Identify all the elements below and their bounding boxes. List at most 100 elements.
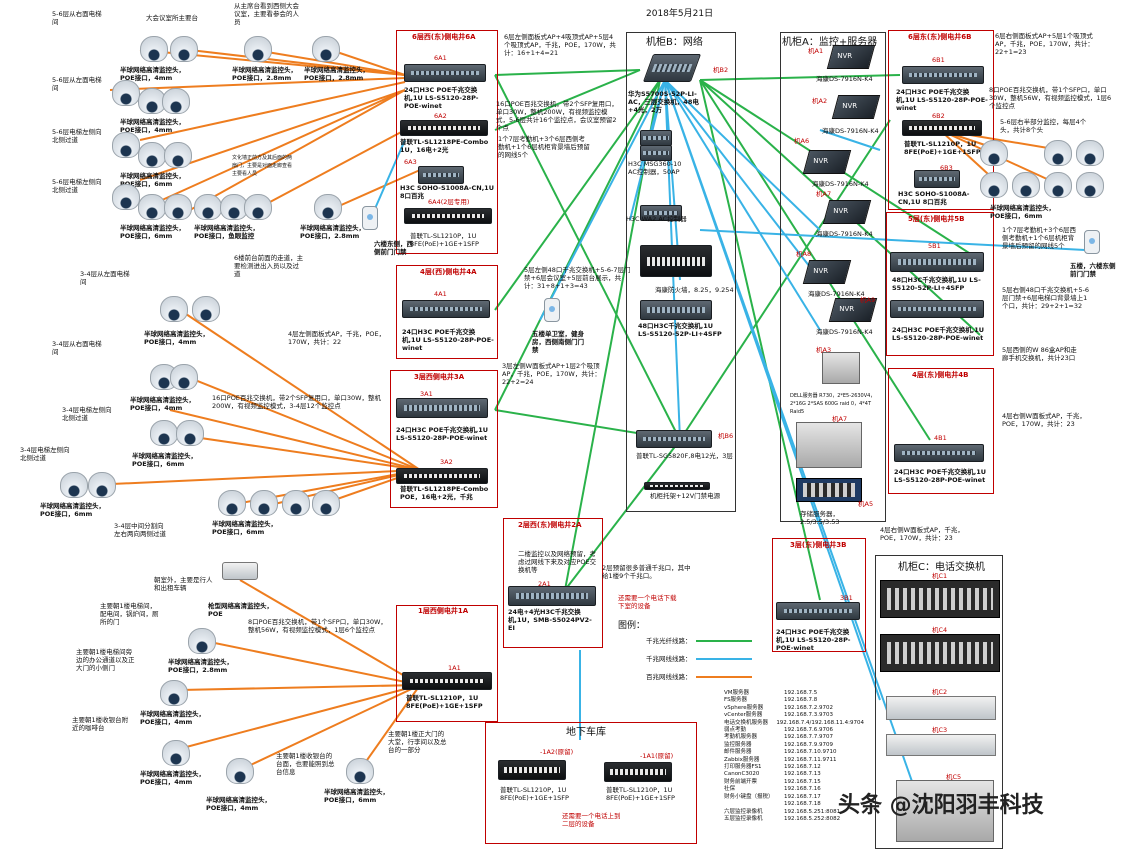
nvr-2: NVR <box>831 95 881 119</box>
ip-table-address: 192.168.7.11.9711 <box>784 756 837 763</box>
switch-1a1-label: 普联TL-SL1210P，1U 8FE(PoE)+1GE+1SFP <box>406 694 483 710</box>
dome-camera <box>112 80 140 106</box>
camera-label-c10: 半球网络高清监控头，POE接口，4mm <box>130 396 195 412</box>
well-6b-title: 6层东(东)侧电井6B <box>908 33 972 41</box>
camera-label-c17: 半球网络高清监控头，POE接口，4mm <box>140 770 205 786</box>
dome-camera <box>162 88 190 114</box>
dome-camera <box>282 490 310 516</box>
ip-table-address: 192.168.7.16 <box>784 786 821 793</box>
pbx-server <box>896 780 994 842</box>
tag-4a1: 4A1 <box>434 290 447 298</box>
tag-ga7: 机A7 <box>816 190 832 198</box>
switch-6b1 <box>902 66 984 84</box>
legend-cable-label: 千兆网线线路： <box>646 655 692 663</box>
camera-label-c2: 半球网络高清监控头，POE接口，2.8mm <box>232 66 297 82</box>
ip-table-name: 财务前端开票 <box>724 778 758 785</box>
well-2a-note2: 2层预留很多普通千兆口，其中给1楼9个千兆口。 <box>602 564 691 580</box>
tag-gc1: 机C1 <box>932 572 948 580</box>
dome-camera <box>138 194 166 220</box>
dome-camera <box>220 194 248 220</box>
note-6a3: 1个7层考勤机+3个6层西侧考勤机+1个6层机柜背景墙后预留的网线5个 <box>498 135 590 159</box>
switch-6b2 <box>902 120 982 136</box>
camera-label-c19: 半球网络高清监控头，POE接口，6mm <box>324 788 389 804</box>
note-3a2: 16口POE百兆交换机，带2个SFP复用口，单口30W，整机200W，有视频监控… <box>212 394 382 410</box>
tag-1a1: 1A1 <box>448 664 461 672</box>
tplink-core-label: 普联TL-SG5820F,8电12光，3层 <box>636 452 733 460</box>
switch-5b1 <box>890 252 984 272</box>
cabinet-c-title: 机柜C：电话交换机 <box>898 562 985 573</box>
dome-camera <box>218 490 246 516</box>
note-5b1: 1个7层考勤机+3个6层西侧考勤机+1个6层机柜背景墙后预留的网线5个 <box>1002 226 1076 250</box>
access-device-2f <box>544 298 560 322</box>
camera-label-c15: 半球网络高清监控头，POE接口，2.8mm <box>168 658 233 674</box>
nvr-4: NVR <box>822 200 872 224</box>
access-2f-label: 五楼单卫室，健身房，西侧南侧门门禁 <box>532 330 584 354</box>
note-lift1: 5-6层从右面电梯间 <box>52 10 102 26</box>
tag-6a1: 6A1 <box>434 54 447 62</box>
ip-table-name: 六层监控录像机 <box>724 808 763 815</box>
access-device-6f <box>362 206 378 230</box>
tag-6a3: 6A3 <box>404 158 417 166</box>
ip-table-address: 192.168.7.18 <box>784 801 821 808</box>
note-34a: 3-4层从左面电梯间 <box>80 270 130 286</box>
note-n5: 5-6层电梯左侧向北侧过道 <box>52 178 102 194</box>
pdu-label: 机柜托架+12V门禁电源 <box>650 492 721 500</box>
ip-table-address: 192.168.7.13 <box>784 771 821 778</box>
ip-table-address: 192.168.5.252:8082 <box>784 815 841 822</box>
dome-camera <box>88 472 116 498</box>
garage-title: 地下车库 <box>566 727 606 738</box>
well-6a <box>396 30 498 254</box>
note-3b: 4层右侧W面板式AP，千兆，POE，170W，共计：23 <box>880 526 964 542</box>
camera-label-c4: 半球网络高清监控头，POE接口，4mm <box>120 118 185 134</box>
well-5b <box>886 212 994 356</box>
camera-label-c1: 半球网络高清监控头，POE接口，4mm <box>120 66 185 82</box>
well-3b <box>772 538 866 652</box>
switch-6b3-label: H3C SOHO-S1008A-CN,1U 8口百兆 <box>898 190 970 206</box>
well-2a-note: 二楼监控以及网络预留，考虑过网线下来及对应POE交换机等 <box>518 550 597 574</box>
camera-label-c8: 半球网络高清监控头，POE接口，2.8mm <box>300 224 365 240</box>
cabinet-a <box>780 32 886 522</box>
switch-2a1-label: 24电+4光H3C千兆交换机,1U，SMB-S5024PV2-EI <box>508 608 592 632</box>
legend-fiber-label: 千兆光纤线路： <box>646 637 692 645</box>
ip-table-address: 192.168.7.5 <box>784 690 818 696</box>
ip-table-name: 邮件服务器 <box>724 749 752 756</box>
camera-label-c11: 半球网络高清监控头，POE接口，6mm <box>132 452 197 468</box>
switch-6a1 <box>404 64 486 82</box>
dome-camera <box>164 142 192 168</box>
dome-camera <box>1012 172 1040 198</box>
note-1f-a: 主要朝1楼电梯间，配电间，锅炉间，厕所的门 <box>100 602 159 626</box>
dome-camera <box>164 194 192 220</box>
tag-ga8: 机A8 <box>796 250 812 258</box>
dome-camera <box>170 364 198 390</box>
pbx-rack-1 <box>880 580 1000 618</box>
note-34b: 3-4层从右面电梯间 <box>52 340 102 356</box>
cabinet-a-title: 机柜A：监控+服务器 <box>782 37 878 48</box>
ip-table-name: 电话交换机服务器 <box>724 719 769 726</box>
note-5a: 5层左侧48口千兆交换机+5-6-7层门禁+6层会议室+5层前台展示，共计：31… <box>524 266 631 290</box>
storage-label: 存储服务器，2.5/3.5/3.53 <box>800 510 840 526</box>
access-6f-label: 六楼东侧，西侧前门门禁 <box>374 240 413 256</box>
ip-table-address: 192.168.7.2.9702 <box>784 704 833 711</box>
tag-gc5: 机C5 <box>946 773 962 781</box>
ac-label: H3C MSG360-10 AC控制器，50AP <box>628 160 682 176</box>
switch-6a4 <box>404 208 492 224</box>
ip-table-address: 192.168.7.3.9703 <box>784 712 833 719</box>
tag-4b1: 4B1 <box>934 434 947 442</box>
dome-camera <box>162 740 190 766</box>
red-note-2: 还需要一个电话上到二层的设备 <box>562 812 621 828</box>
dome-camera <box>1044 140 1072 166</box>
ip-table-name: 打印服务器FS1 <box>724 764 762 771</box>
tag-ga9: 机A9 <box>860 296 876 304</box>
storage-server-1 <box>796 422 862 468</box>
dome-camera <box>140 36 168 62</box>
tag-6b3: 6B3 <box>940 164 953 172</box>
well-3b-title: 3层(东)侧电井3B <box>790 541 847 549</box>
dell-server <box>822 352 860 384</box>
dome-camera <box>1076 172 1104 198</box>
